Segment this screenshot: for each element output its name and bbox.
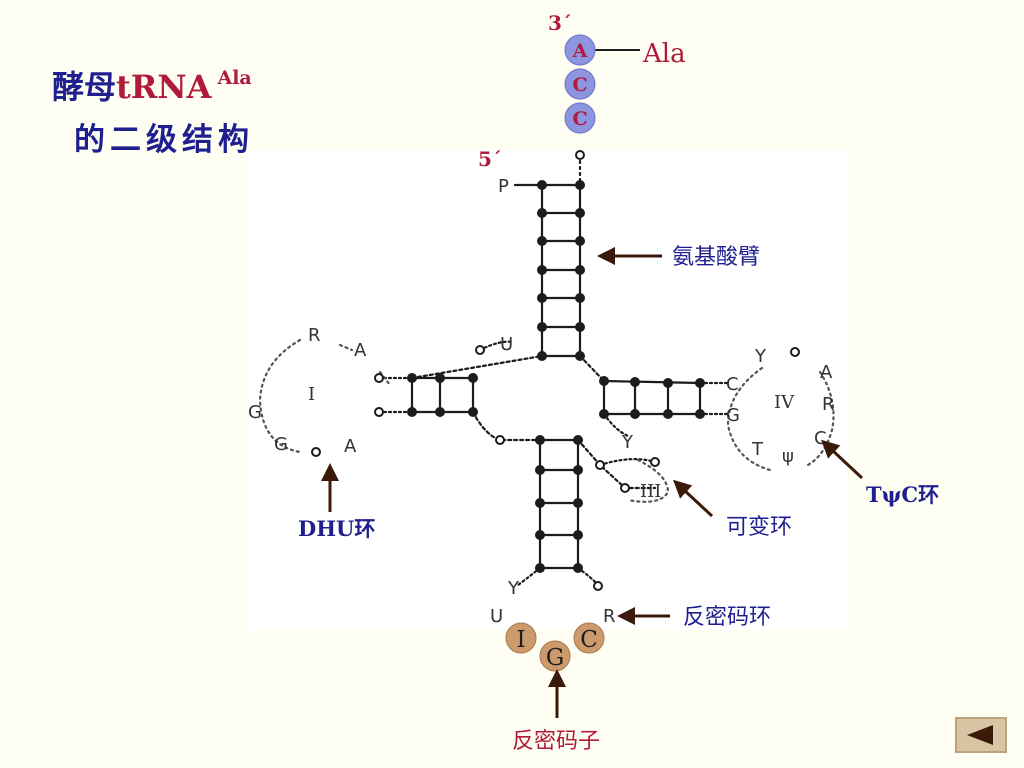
anticodon-loop-label: 反密码环	[683, 605, 771, 630]
ac-u-letter: U	[490, 606, 503, 627]
acc-base-c2-label: C	[572, 108, 587, 130]
nucleotide-letters: U R A G G A I C G Y A R C ψ T IV Y III Y…	[248, 325, 835, 627]
anticodon-base-g-label: G	[546, 645, 564, 671]
unpaired-nucleotide-rings	[311, 150, 800, 591]
t-psi-letter: ψ	[782, 446, 794, 467]
tpsic-arrow	[821, 439, 864, 480]
phosphate-label: P	[498, 176, 509, 197]
acc-base-c1	[564, 68, 596, 100]
t-r-letter: R	[822, 394, 835, 415]
acc-base-c1-label: C	[572, 74, 587, 96]
dhu-a1-letter: A	[354, 340, 367, 361]
dhu-r-letter: R	[308, 325, 321, 346]
d-rungs	[410, 376, 475, 414]
acceptor-arm-label: 氨基酸臂	[672, 245, 760, 270]
anticodon-label: 反密码子	[512, 729, 600, 754]
back-button[interactable]	[955, 717, 1007, 753]
dhu-g2-letter: G	[274, 434, 288, 455]
dhu-loop-label: DHU环	[298, 516, 375, 541]
t-rungs	[602, 379, 702, 416]
t-c1-letter: C	[726, 374, 739, 395]
paired-nucleotide-dots	[407, 180, 705, 573]
diagram-background	[248, 150, 848, 630]
dhu-g1-letter: G	[248, 402, 262, 423]
back-triangle-icon	[967, 725, 993, 745]
tpsic-loop-outline-right	[806, 370, 835, 467]
variable-loop-arrow	[673, 479, 714, 518]
ac-r-letter: R	[603, 606, 616, 627]
dhu-loop-outline	[258, 338, 302, 454]
acceptor-end-bases: A C C Ala	[564, 34, 686, 134]
t-a-letter: A	[820, 362, 833, 383]
five-prime-label: 5´	[478, 147, 502, 171]
tpsic-loop-label: TψC环	[866, 482, 939, 507]
ac-y-letter: Y	[507, 578, 520, 599]
anticodon-base-i-label: I	[516, 627, 525, 653]
variable-loop-outline	[626, 458, 670, 503]
tpsic-loop-outline	[726, 366, 772, 472]
three-prime-label: 3´	[548, 11, 572, 35]
anticodon-base-c-label: C	[580, 627, 598, 653]
t-upper-backbone	[602, 379, 702, 385]
anticodon-bases: I G C	[505, 622, 605, 672]
anticodon-base-c	[573, 622, 605, 654]
t-g-letter: G	[726, 405, 740, 426]
acc-base-c2	[564, 102, 596, 134]
loop-numeral-i: I	[308, 384, 315, 405]
variable-loop-path	[576, 438, 657, 490]
acc-base-a	[564, 34, 596, 66]
t-t-letter: T	[751, 439, 764, 460]
dhu-a2-letter: A	[344, 436, 357, 457]
t-c2-letter: C	[814, 428, 827, 449]
title-line-2: 的二级结构	[74, 122, 254, 158]
u-junction-letter: U	[500, 334, 513, 355]
y-junction-letter: Y	[621, 432, 634, 453]
d-link-upper	[410, 354, 544, 380]
loop-numeral-iv: IV	[774, 392, 795, 413]
anticodon-base-i	[505, 622, 537, 654]
title-trna: tRNA	[116, 68, 212, 106]
acceptor-rungs	[540, 183, 582, 358]
variable-loop-label: 可变环	[726, 515, 792, 540]
anticodon-rungs	[538, 438, 580, 570]
t-y-letter: Y	[754, 346, 767, 367]
loop-numeral-iii: III	[640, 481, 661, 502]
callout-arrows	[321, 247, 864, 718]
title-ala-superscript: Ala	[217, 67, 252, 89]
title-yeast: 酵母	[52, 68, 117, 106]
amino-acid-ala-label: Ala	[642, 39, 686, 69]
acc-base-a-label: A	[572, 40, 588, 62]
